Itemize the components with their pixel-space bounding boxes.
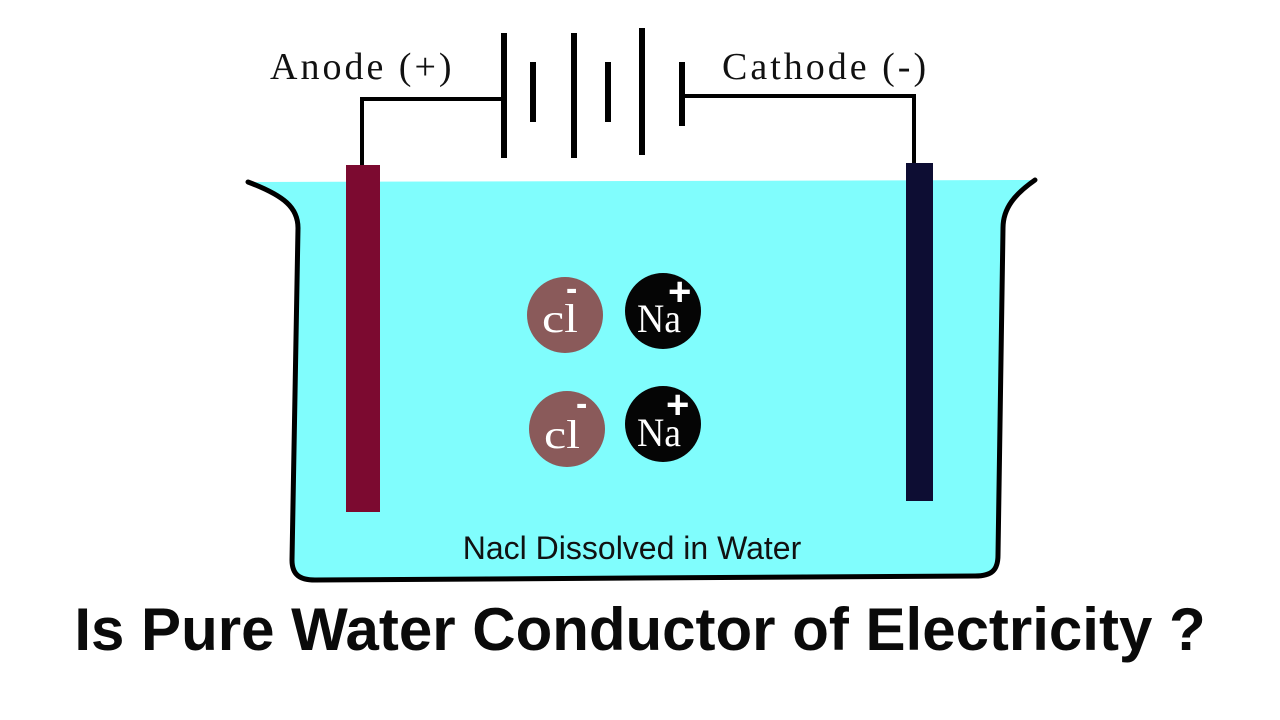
battery	[501, 28, 685, 158]
svg-text:+: +	[668, 270, 691, 314]
svg-text:-: -	[566, 270, 577, 308]
anode-electrode	[346, 165, 380, 512]
sodium-ion: Na +	[625, 383, 701, 462]
beaker-water	[248, 180, 1035, 580]
svg-text:-: -	[576, 385, 587, 423]
cathode-electrode	[906, 163, 933, 501]
anode-wire	[360, 97, 503, 166]
solution-label: Nacl Dissolved in Water	[463, 530, 802, 566]
svg-text:Na: Na	[637, 410, 681, 455]
cathode-wire	[682, 94, 916, 163]
svg-text:Na: Na	[637, 296, 681, 341]
beaker-outline	[245, 177, 1038, 583]
page-title: Is Pure Water Conductor of Electricity ?	[74, 596, 1206, 663]
svg-text:cl: cl	[542, 296, 578, 341]
chloride-ion: cl -	[527, 270, 603, 353]
svg-text:cl: cl	[544, 412, 580, 457]
svg-text:+: +	[666, 383, 689, 427]
chloride-ion: cl -	[529, 385, 605, 467]
anode-label: Anode (+)	[270, 46, 455, 88]
sodium-ion: Na +	[625, 270, 701, 349]
cathode-label: Cathode (-)	[722, 46, 929, 88]
